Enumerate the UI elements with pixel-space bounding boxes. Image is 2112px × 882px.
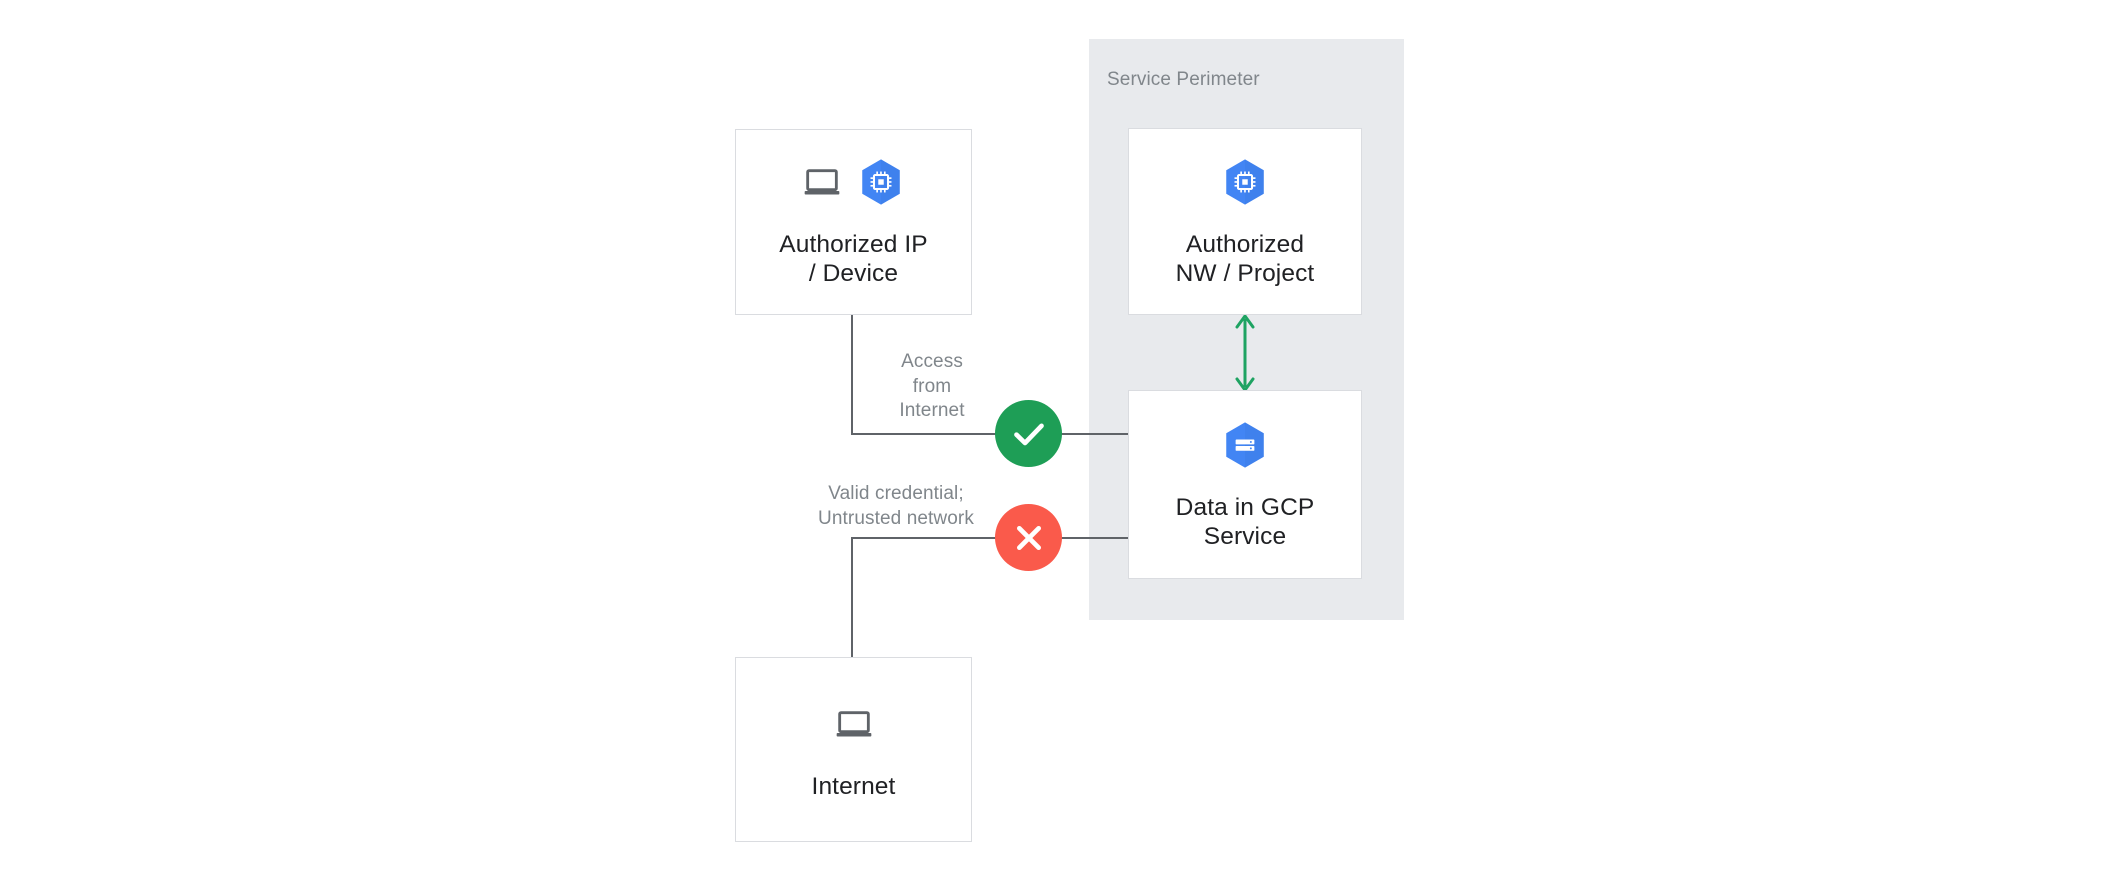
connector-internet-horizontal — [851, 537, 997, 539]
node-authorized-ip-device[interactable]: Authorized IP / Device — [735, 129, 972, 315]
connector-authorized-ip-horizontal — [851, 433, 997, 435]
close-icon — [1009, 518, 1049, 558]
double-arrow-icon — [1229, 311, 1261, 395]
node-icon-group — [1220, 419, 1270, 471]
node-label: Data in GCP Service — [1175, 493, 1315, 550]
node-icon-group — [802, 156, 906, 208]
database-hexagon-icon — [1220, 420, 1270, 470]
edge-label-denied-access: Valid credential; Untrusted network — [818, 483, 974, 529]
node-label: Internet — [811, 773, 896, 800]
node-internet[interactable]: Internet — [735, 657, 972, 842]
status-badge-allow[interactable] — [995, 400, 1062, 467]
laptop-icon — [834, 704, 874, 744]
connector-authorized-ip-vertical — [851, 315, 853, 435]
node-label: Authorized NW / Project — [1175, 230, 1315, 287]
edge-label-allowed-access: Access from Internet — [899, 351, 965, 421]
connector-allow-to-data — [1060, 433, 1129, 435]
service-perimeter-label: Service Perimeter — [1107, 69, 1260, 90]
compute-hexagon-icon — [856, 157, 906, 207]
status-badge-deny[interactable] — [995, 504, 1062, 571]
node-data-in-gcp-service[interactable]: Data in GCP Service — [1128, 390, 1362, 579]
node-icon-group — [1220, 156, 1270, 208]
connector-deny-to-data — [1060, 537, 1129, 539]
check-icon — [1009, 414, 1049, 454]
connector-internet-vertical — [851, 537, 853, 657]
compute-hexagon-icon — [1220, 157, 1270, 207]
node-authorized-nw-project[interactable]: Authorized NW / Project — [1128, 128, 1362, 315]
laptop-icon — [802, 162, 842, 202]
node-label: Authorized IP / Device — [779, 231, 928, 287]
node-icon-group — [834, 698, 874, 750]
